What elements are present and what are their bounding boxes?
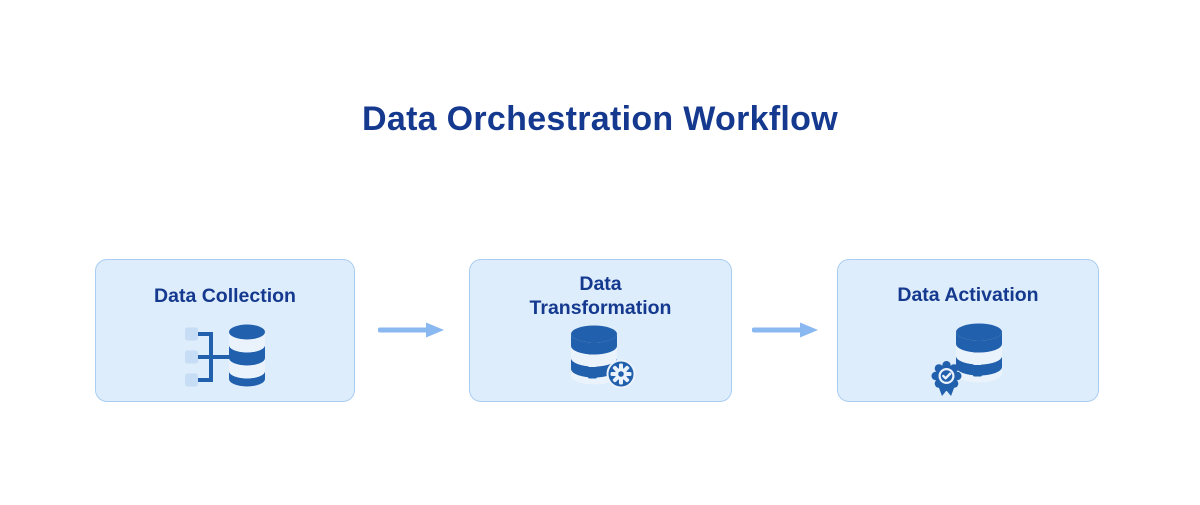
step-card-data-activation: Data Activation — [837, 259, 1099, 402]
database-badge-icon — [928, 320, 1008, 401]
arrow-right-icon — [751, 322, 818, 338]
database-sources-icon — [185, 322, 265, 397]
database-gear-icon — [563, 322, 639, 397]
step-label: Data Collection — [154, 284, 296, 307]
step-card-data-transformation: Data Transformation — [469, 259, 732, 402]
page-title: Data Orchestration Workflow — [362, 100, 838, 138]
arrow-right-icon — [377, 322, 444, 338]
step-label: Data Transformation — [529, 272, 672, 319]
step-label: Data Activation — [897, 283, 1039, 306]
step-card-data-collection: Data Collection — [95, 259, 355, 402]
